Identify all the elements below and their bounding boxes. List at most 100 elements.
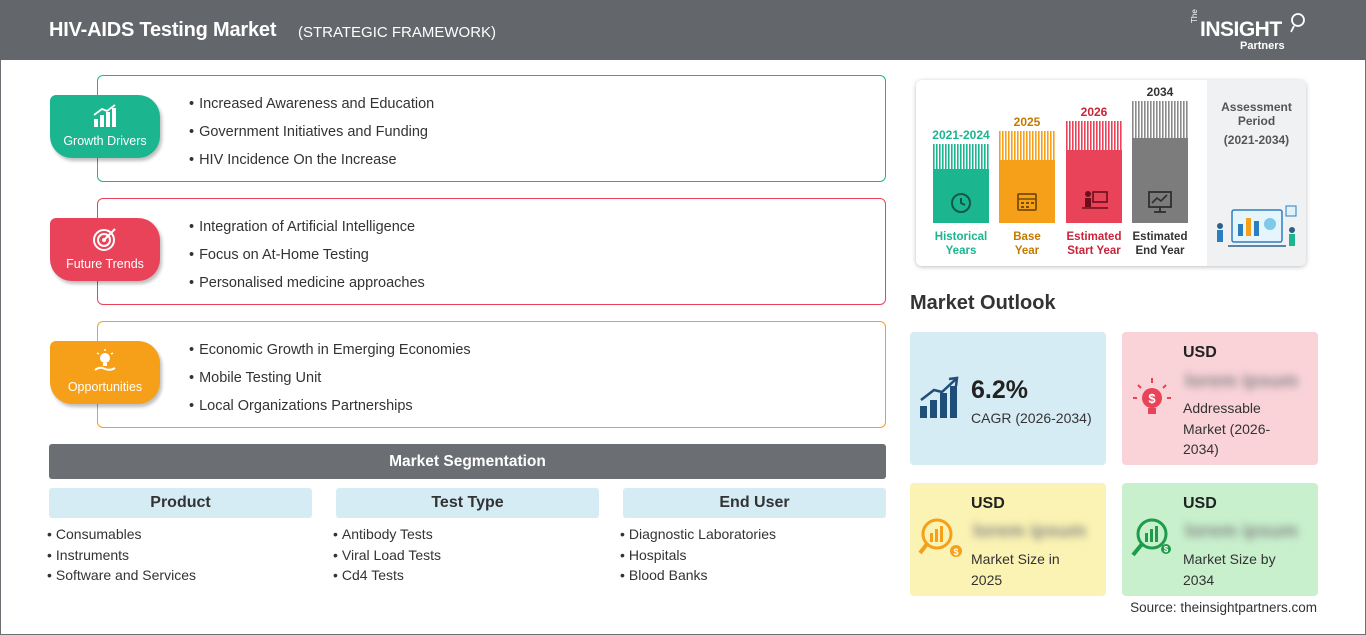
opportunities-panel: Economic Growth in Emerging Economies Mo… [97,321,886,428]
future-trends-panel: Integration of Artificial Intelligence F… [97,198,886,305]
header-bar: HIV-AIDS Testing Market (STRATEGIC FRAME… [0,0,1366,60]
blurred-value: lorem ipsum [1185,521,1298,542]
history-icon [951,193,971,213]
growth-drivers-panel: Increased Awareness and Education Govern… [97,75,886,182]
lightbulb-hand-icon [94,349,116,371]
svg-text:$: $ [1148,391,1156,406]
logo-main: INSIGHT [1200,18,1282,41]
timeline-stripes [1066,121,1122,151]
list-item: Increased Awareness and Education [189,94,434,122]
cagr-card: 6.2% CAGR (2026-2034) [910,332,1106,465]
timeline-year: 2025 [1013,115,1041,129]
list-item: Diagnostic Laboratories [620,525,776,546]
opportunities-label: Opportunities [67,380,143,394]
target-icon [93,228,116,251]
future-trends-list: Integration of Artificial Intelligence F… [189,217,425,301]
timeline-stripes [1132,101,1188,139]
blurred-value: lorem ipsum [973,521,1086,542]
segment-head-end-user: End User [623,488,886,518]
blurred-value: lorem ipsum [1185,371,1298,392]
cagr-value: 6.2% [971,376,1028,404]
usd-label: USD [971,495,1005,512]
list-item: Blood Banks [620,566,776,587]
assessment-label: Assessment Period [1221,100,1292,128]
page-subtitle: (STRATEGIC FRAMEWORK) [298,24,497,41]
monitor-chart-icon [1148,191,1172,213]
growth-chart-icon [920,376,959,418]
list-item: Integration of Artificial Intelligence [189,217,425,245]
future-trends-tag: Future Trends [50,218,160,281]
opportunities-tag: Opportunities [50,341,160,404]
list-item: Consumables [47,525,196,546]
presentation-icon [1082,191,1108,209]
svg-text:$: $ [953,547,958,557]
lightbulb-dollar-icon: $ [1133,378,1171,414]
market-outlook-title: Market Outlook [910,292,1056,314]
list-item: Antibody Tests [333,525,441,546]
insight-partners-logo[interactable]: The INSIGHT Partners [1190,9,1310,52]
list-item: Software and Services [47,566,196,587]
timeline-bar [1066,150,1122,223]
assessment-period-panel: Assessment Period (2021-2034) [1207,80,1306,266]
usd-label: USD [1183,344,1217,361]
logo-the: The [1190,9,1199,23]
list-item: Mobile Testing Unit [189,368,471,396]
market-size-2034-label: Market Size by 2034 [1183,551,1276,588]
timeline-stripes [933,144,989,170]
list-item: Hospitals [620,546,776,567]
addressable-market-card: USD lorem ipsum $ Addressable Market (20… [1122,332,1318,465]
timeline-bar [933,169,989,223]
opportunities-list: Economic Growth in Emerging Economies Mo… [189,340,471,424]
growth-drivers-list: Increased Awareness and Education Govern… [189,94,434,178]
list-item: Personalised medicine approaches [189,273,425,301]
logo-bulb-icon [1290,13,1305,33]
market-size-2025-label: Market Size in 2025 [971,551,1060,588]
list-item: Local Organizations Partnerships [189,396,471,424]
logo-partners: Partners [1240,40,1285,52]
timeline-year: 2021-2024 [932,128,990,142]
magnifier-chart-icon: $ [1131,518,1171,557]
calendar-icon [1017,193,1037,211]
segment-head-test-type: Test Type [336,488,599,518]
list-item: Government Initiatives and Funding [189,122,434,150]
timeline-stripes [999,131,1055,161]
future-trends-label: Future Trends [66,257,144,271]
list-item: Instruments [47,546,196,567]
assessment-range: (2021-2034) [1223,133,1290,147]
svg-text:$: $ [1164,545,1169,554]
segment-list-end-user: Diagnostic Laboratories Hospitals Blood … [620,525,776,587]
timeline-bar [999,160,1055,223]
segment-list-product: Consumables Instruments Software and Ser… [47,525,196,587]
timeline-year: 2034 [1146,85,1174,99]
addressable-label: Addressable Market (2026- 2034) [1183,400,1271,457]
list-item: Economic Growth in Emerging Economies [189,340,471,368]
magnifier-chart-icon: $ [918,518,962,557]
list-item: Viral Load Tests [333,546,441,567]
list-item: Focus on At-Home Testing [189,245,425,273]
segment-head-product: Product [49,488,312,518]
market-size-2034-card: USD lorem ipsum $ Market Size by 2034 [1122,483,1318,596]
timeline-bar [1132,138,1188,223]
source-note: Source: theinsightpartners.com [1130,600,1317,615]
market-segmentation-bar: Market Segmentation [49,444,886,479]
analyst-dashboard-icon [1217,205,1297,247]
growth-chart-icon [93,104,116,127]
segment-list-test-type: Antibody Tests Viral Load Tests Cd4 Test… [333,525,441,587]
growth-drivers-tag: Growth Drivers [50,95,160,158]
list-item: Cd4 Tests [333,566,441,587]
growth-drivers-label: Growth Drivers [63,134,147,148]
page-title: HIV-AIDS Testing Market [49,19,277,41]
usd-label: USD [1183,495,1217,512]
market-size-2025-card: USD lorem ipsum $ Market Size in 2025 [910,483,1106,596]
list-item: HIV Incidence On the Increase [189,150,434,178]
cagr-label: CAGR (2026-2034) [971,410,1092,426]
timeline-year: 2026 [1080,105,1108,119]
